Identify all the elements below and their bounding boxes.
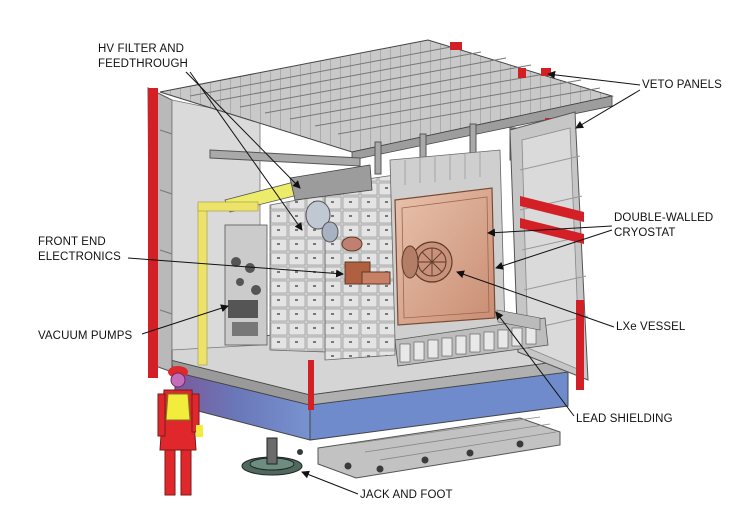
lower-veto-plates xyxy=(297,416,561,479)
cryostat xyxy=(394,187,496,326)
label-hv-filter: HV FILTER AND FEEDTHROUGH xyxy=(98,43,188,70)
leader-lines xyxy=(127,70,641,495)
yellow-pipe xyxy=(197,201,259,366)
jack-and-foot xyxy=(241,437,303,476)
roof-veto-panels xyxy=(159,39,614,161)
label-lead-shielding: LEAD SHIELDING xyxy=(576,413,673,425)
hv-feedthrough xyxy=(224,164,391,285)
label-lxe-vessel: LXe VESSEL xyxy=(616,321,686,333)
label-vacuum-pumps: VACUUM PUMPS xyxy=(38,330,133,342)
label-front-end: FRONT END ELECTRONICS xyxy=(38,236,121,263)
label-jack-foot: JACK AND FOOT xyxy=(360,489,453,501)
corner-post xyxy=(308,360,314,410)
label-double-walled: DOUBLE-WALLED CRYOSTAT xyxy=(614,212,714,239)
electronics-rack xyxy=(224,224,268,346)
label-veto-panels: VETO PANELS xyxy=(642,79,722,91)
person-scale-figure xyxy=(157,366,203,496)
